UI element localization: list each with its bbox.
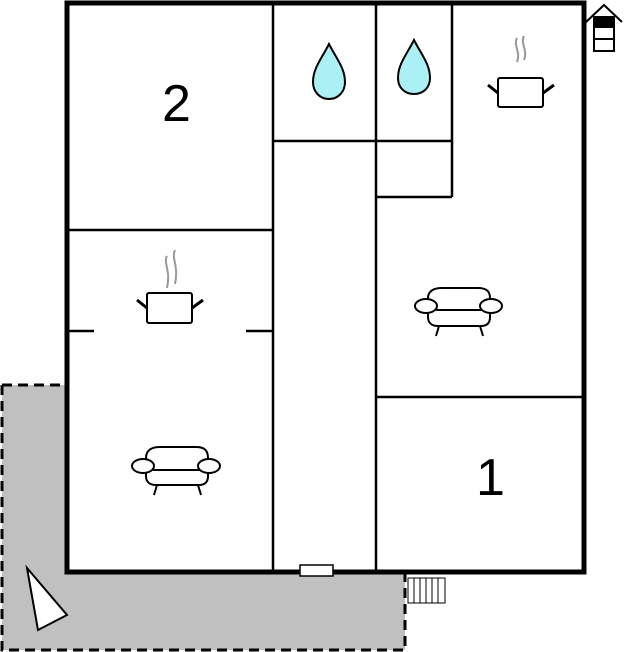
terrace-area: [0, 383, 407, 652]
interior-walls: [67, 3, 584, 572]
room-label-bedroom-2: 2: [162, 75, 191, 133]
cooking-pot-icon: [487, 35, 555, 108]
water-drop-icon: [396, 37, 432, 96]
house-floor-indicator-icon: [585, 3, 623, 52]
water-drop-icon: [311, 41, 347, 101]
cooking-pot-icon: [136, 249, 204, 324]
sofa-icon: [131, 446, 221, 496]
north-arrow-icon: [25, 564, 69, 632]
room-label-bedroom-1: 1: [476, 449, 505, 507]
stairs-icon: [407, 577, 446, 604]
sofa-icon: [414, 287, 503, 337]
door-icon: [299, 564, 334, 577]
